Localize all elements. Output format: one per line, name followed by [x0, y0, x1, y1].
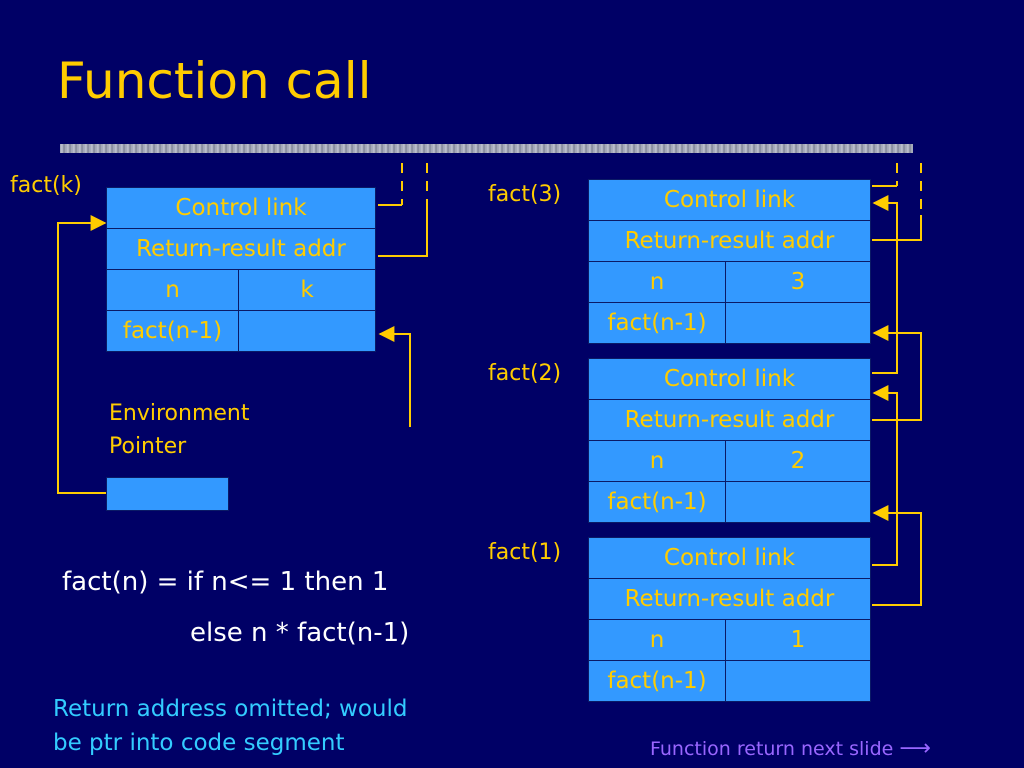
frame-label-fact1: fact(1)	[488, 540, 562, 565]
code-line-1: fact(n) = if n<= 1 then 1	[62, 567, 389, 597]
return-result-cell: Return-result addr	[588, 399, 871, 441]
note-text: Return address omitted; would be ptr int…	[53, 692, 407, 760]
activation-record-fact1: Control link Return-result addr n 1 fact…	[588, 537, 871, 702]
return-result-cell: Return-result addr	[588, 220, 871, 262]
n-value-cell: 3	[725, 261, 871, 303]
frame-label-fact3: fact(3)	[488, 182, 562, 207]
footer-link[interactable]: Function return next slide ⟶	[650, 736, 931, 761]
left-fact-arrow	[378, 326, 411, 427]
activation-record-fact3: Control link Return-result addr n 3 fact…	[588, 179, 871, 344]
return-result-cell: Return-result addr	[106, 228, 376, 270]
left-activation-record: Control link Return-result addr n k fact…	[106, 187, 376, 352]
footer-text: Function return next slide	[650, 738, 894, 760]
fact-label-cell: fact(n-1)	[588, 302, 726, 344]
note-line-1: Return address omitted; would	[53, 696, 408, 722]
control-link-cell: Control link	[588, 358, 871, 400]
n-label-cell: n	[106, 269, 239, 311]
control-link-cell: Control link	[588, 179, 871, 221]
n-value-cell: 2	[725, 440, 871, 482]
env-pointer-label: Environment Pointer	[109, 397, 249, 463]
env-pointer-line1: Environment	[109, 401, 250, 426]
frame-label-fact2: fact(2)	[488, 361, 562, 386]
fact-label-cell: fact(n-1)	[588, 481, 726, 523]
slide-title: Function call	[57, 52, 372, 110]
activation-record-fact2: Control link Return-result addr n 2 fact…	[588, 358, 871, 523]
code-line-2: else n * fact(n-1)	[190, 618, 410, 648]
right-arrow-icon: ⟶	[899, 736, 931, 761]
fact-value-cell	[725, 481, 871, 523]
note-line-2: be ptr into code segment	[53, 730, 345, 756]
n-label-cell: n	[588, 261, 726, 303]
fact-label-cell: fact(n-1)	[588, 660, 726, 702]
left-return-line	[378, 205, 428, 257]
fact-value-cell	[238, 310, 376, 352]
title-divider	[60, 144, 913, 153]
n-value-cell: 1	[725, 619, 871, 661]
n-label-cell: n	[588, 619, 726, 661]
control-link-cell: Control link	[588, 537, 871, 579]
fact-label-cell: fact(n-1)	[106, 310, 239, 352]
env-pointer-line2: Pointer	[109, 434, 187, 459]
fact3-return-line	[872, 215, 922, 241]
control-link-cell: Control link	[106, 187, 376, 229]
left-frame-label: fact(k)	[10, 173, 82, 198]
env-pointer-box	[106, 477, 229, 511]
n-label-cell: n	[588, 440, 726, 482]
n-value-cell: k	[238, 269, 376, 311]
fact1-control-arrow	[872, 385, 898, 566]
fact2-control-arrow	[872, 195, 898, 374]
return-result-cell: Return-result addr	[588, 578, 871, 620]
fact-value-cell	[725, 302, 871, 344]
fact-value-cell	[725, 660, 871, 702]
fact1-return-arrow	[872, 505, 922, 606]
